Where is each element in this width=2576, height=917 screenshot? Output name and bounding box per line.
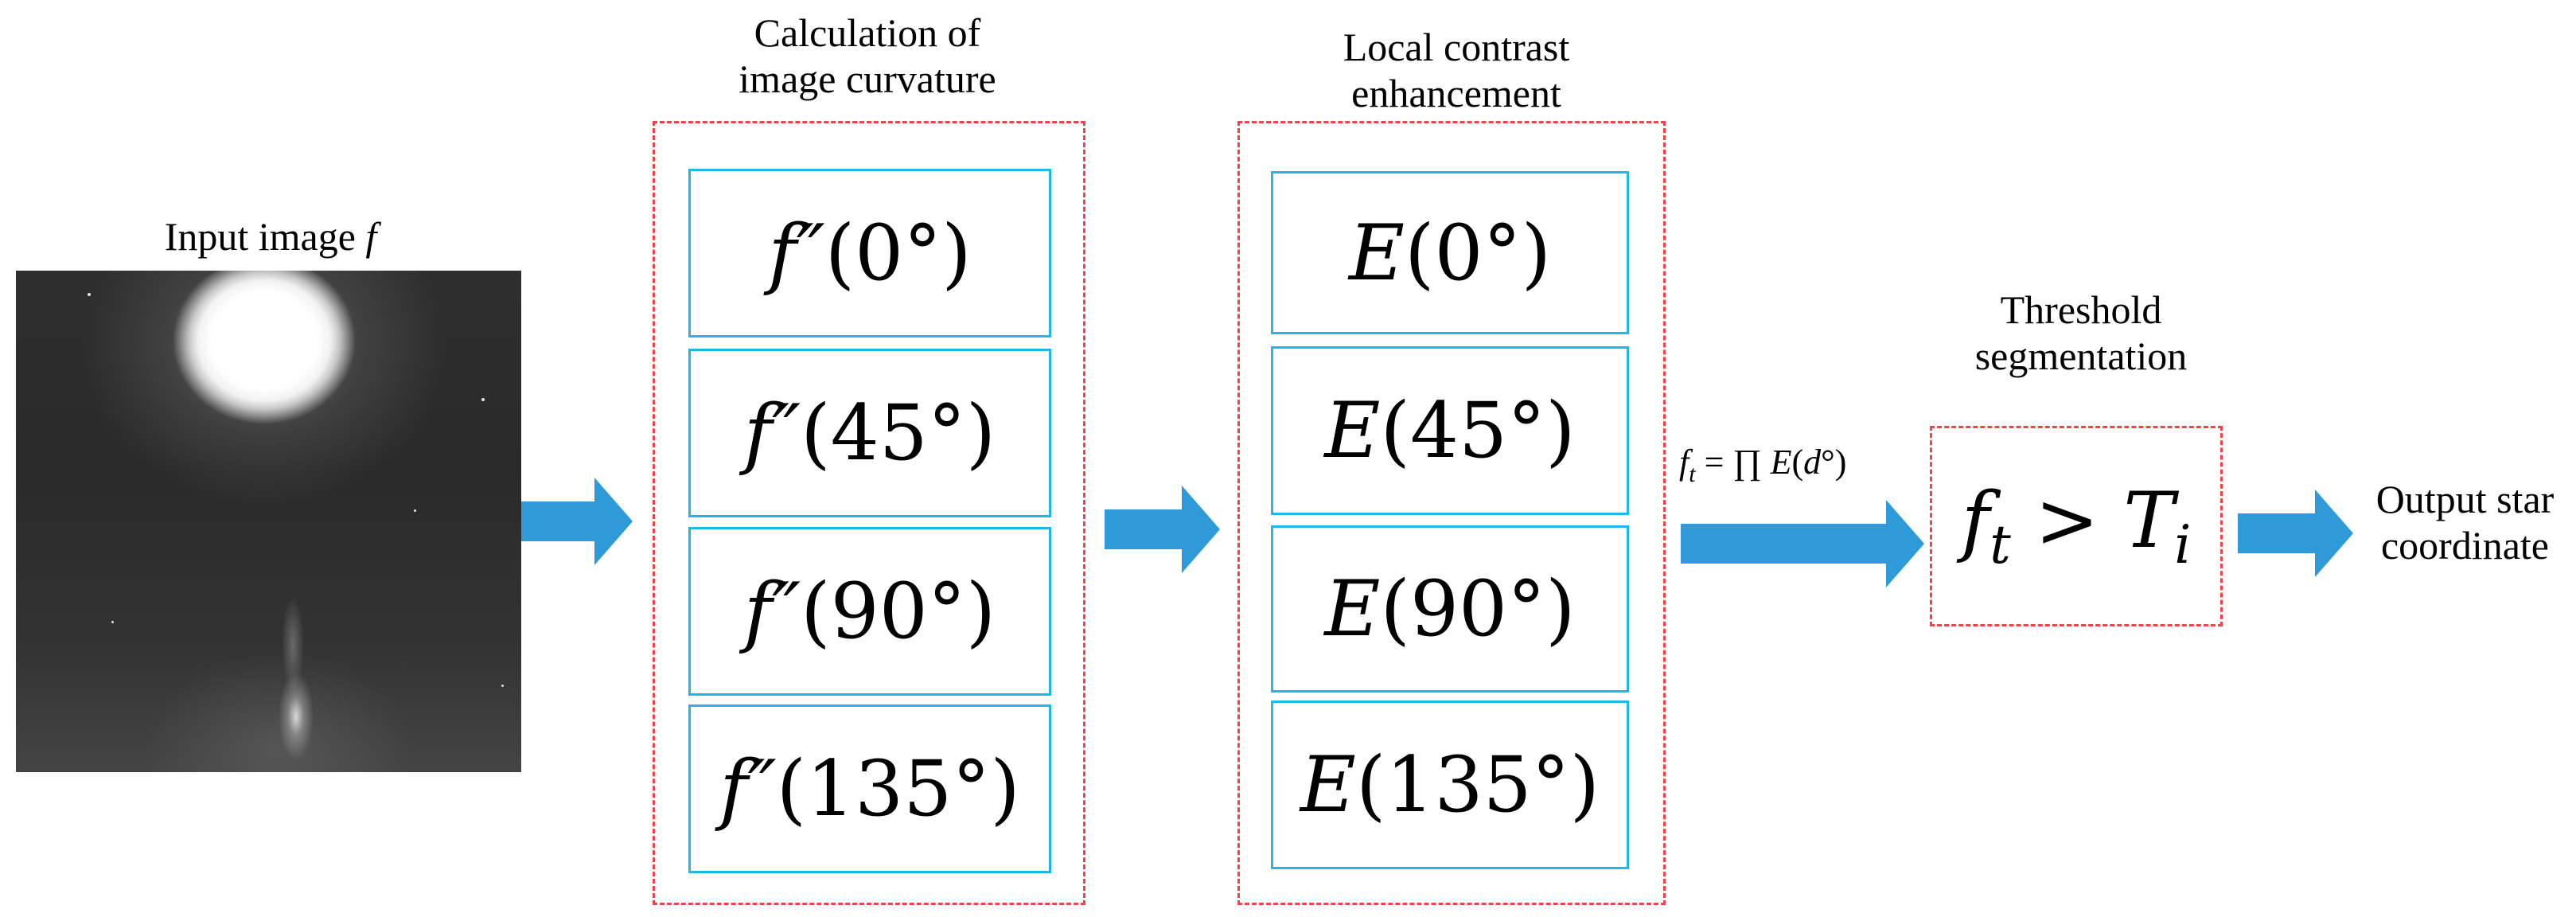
curvature-group-frame [653,121,1085,905]
enhancement-group-frame [1237,121,1666,905]
curvature-box-0: f″(0°) [688,169,1051,338]
arrow-enhancement-to-threshold [1681,500,1927,587]
enhancement-expression-135: E(135°) [1300,740,1600,829]
threshold-caption: Threshold segmentation [1958,287,2204,379]
input-caption-symbol: f [365,214,377,259]
product-formula: ft = ∏ E(d°) [1679,443,1847,487]
input-image-caption: Input image f [119,213,422,259]
curvature-expression-0: f″(0°) [768,209,972,298]
output-caption-line1: Output star [2375,477,2555,521]
enhancement-box-90: E(90°) [1271,525,1629,693]
curvature-expression-45: f″(45°) [743,388,996,478]
enhancement-box-135: E(135°) [1271,700,1629,869]
curvature-box-45: f″(45°) [688,349,1051,517]
curvature-caption-line2: image curvature [739,57,996,101]
curvature-expression-90: f″(90°) [743,567,996,656]
star-point [501,685,504,687]
curvature-box-135: f″(135°) [688,704,1051,873]
enhancement-expression-0: E(0°) [1348,208,1552,298]
arrow-threshold-to-output [2238,490,2357,577]
star-point [414,509,416,512]
star-point [111,621,114,623]
threshold-frame: ft > Ti [1930,426,2223,626]
enhancement-box-0: E(0°) [1271,171,1629,334]
output-caption: Output star coordinate [2360,476,2570,568]
curvature-caption: Calculation of image curvature [700,10,1035,102]
enhancement-expression-45: E(45°) [1324,386,1576,475]
enhancement-caption-line1: Local contrast [1343,25,1570,69]
curvature-expression-135: f″(135°) [719,744,1020,833]
input-star-image [16,271,521,772]
enhancement-caption-line2: enhancement [1351,71,1561,115]
enhancement-box-45: E(45°) [1271,346,1629,515]
arrow-input-to-curvature [521,478,633,565]
curvature-caption-line1: Calculation of [754,10,981,55]
arrow-curvature-to-enhancement [1105,486,1224,573]
input-caption-text: Input image [164,214,356,259]
star-point [481,398,485,401]
output-caption-line2: coordinate [2380,523,2549,568]
star-point [88,293,91,296]
threshold-expression: ft > Ti [1961,476,2192,576]
curvature-box-90: f″(90°) [688,527,1051,696]
threshold-caption-line2: segmentation [1974,334,2188,378]
enhancement-caption: Local contrast enhancement [1305,24,1608,116]
threshold-caption-line1: Threshold [2000,287,2162,332]
enhancement-expression-90: E(90°) [1324,564,1576,654]
